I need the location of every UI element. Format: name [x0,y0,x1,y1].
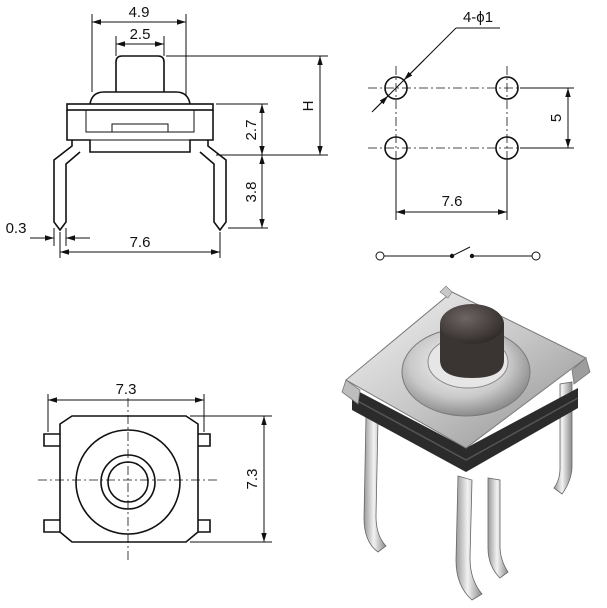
top-plunger-inner [107,461,149,503]
side-top-plate [66,103,214,111]
dim-lead-span: 7.6 [130,234,151,251]
top-housing-ring [75,429,181,535]
dim-row-pitch: 5 [548,114,565,122]
pcb-hole [384,136,408,160]
side-right-lead [199,140,227,232]
product-photo [341,285,591,601]
dim-lead-length: 3.8 [243,182,260,203]
top-body-outline [59,415,199,543]
dim-plunger-width: 2.5 [130,26,151,43]
switch-base [352,388,578,472]
switch-lead [363,415,387,553]
side-body [66,110,214,153]
dim-height-label: H [300,101,317,112]
side-left-lead [53,140,81,232]
dim-body-height: 2.7 [243,120,260,141]
side-cap [89,91,191,105]
dim-holes: 4-ϕ1 [463,9,493,26]
pcb-hole [495,76,519,100]
dim-lead-thickness: 0.3 [6,220,27,237]
top-view: 7.3 7.3 [38,381,272,560]
pcb-hole [495,136,519,160]
pcb-hole [384,76,408,100]
dim-overall-width: 4.9 [129,4,150,21]
dim-column-pitch: 7.6 [442,193,463,210]
switch-lead [487,477,509,579]
top-plunger-outer [100,454,156,510]
switch-schematic [375,246,541,261]
side-plunger [115,55,165,92]
pcb-layout-view: 4-ϕ1 5 7.6 [368,9,574,220]
side-view: 4.9 2.5 H 2.7 3.8 0.3 7.6 [6,4,328,258]
dim-width: 7.3 [116,381,137,398]
dim-height: 7.3 [244,469,261,490]
switch-lead [455,475,483,601]
